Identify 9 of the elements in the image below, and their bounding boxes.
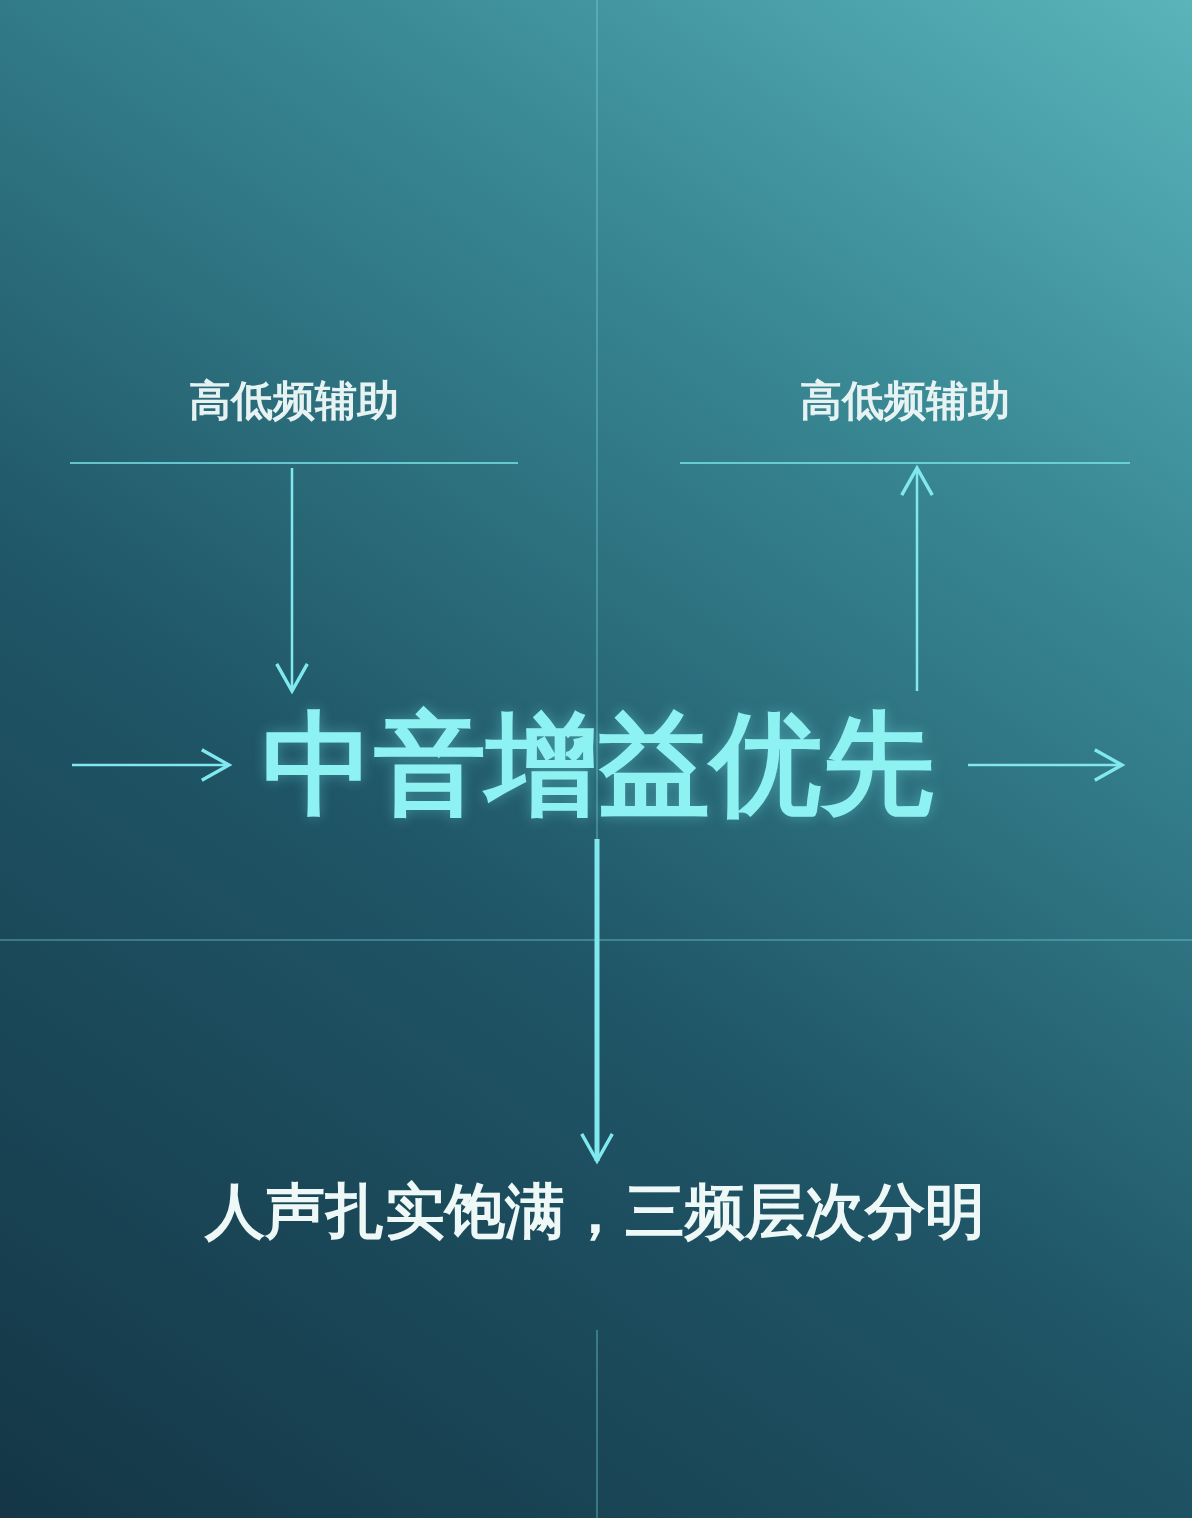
title-text: 中音增益优先 — [261, 697, 934, 831]
arrow — [900, 466, 934, 691]
result-text: 人声扎实饱满，三频层次分明 — [205, 1175, 985, 1248]
arrow — [580, 839, 614, 1163]
arrow — [72, 748, 231, 782]
heading-text: 高低频辅助 — [800, 375, 1010, 427]
heading-text: 高低频辅助 — [189, 375, 399, 427]
arrow — [275, 468, 309, 693]
arrow — [968, 748, 1124, 782]
